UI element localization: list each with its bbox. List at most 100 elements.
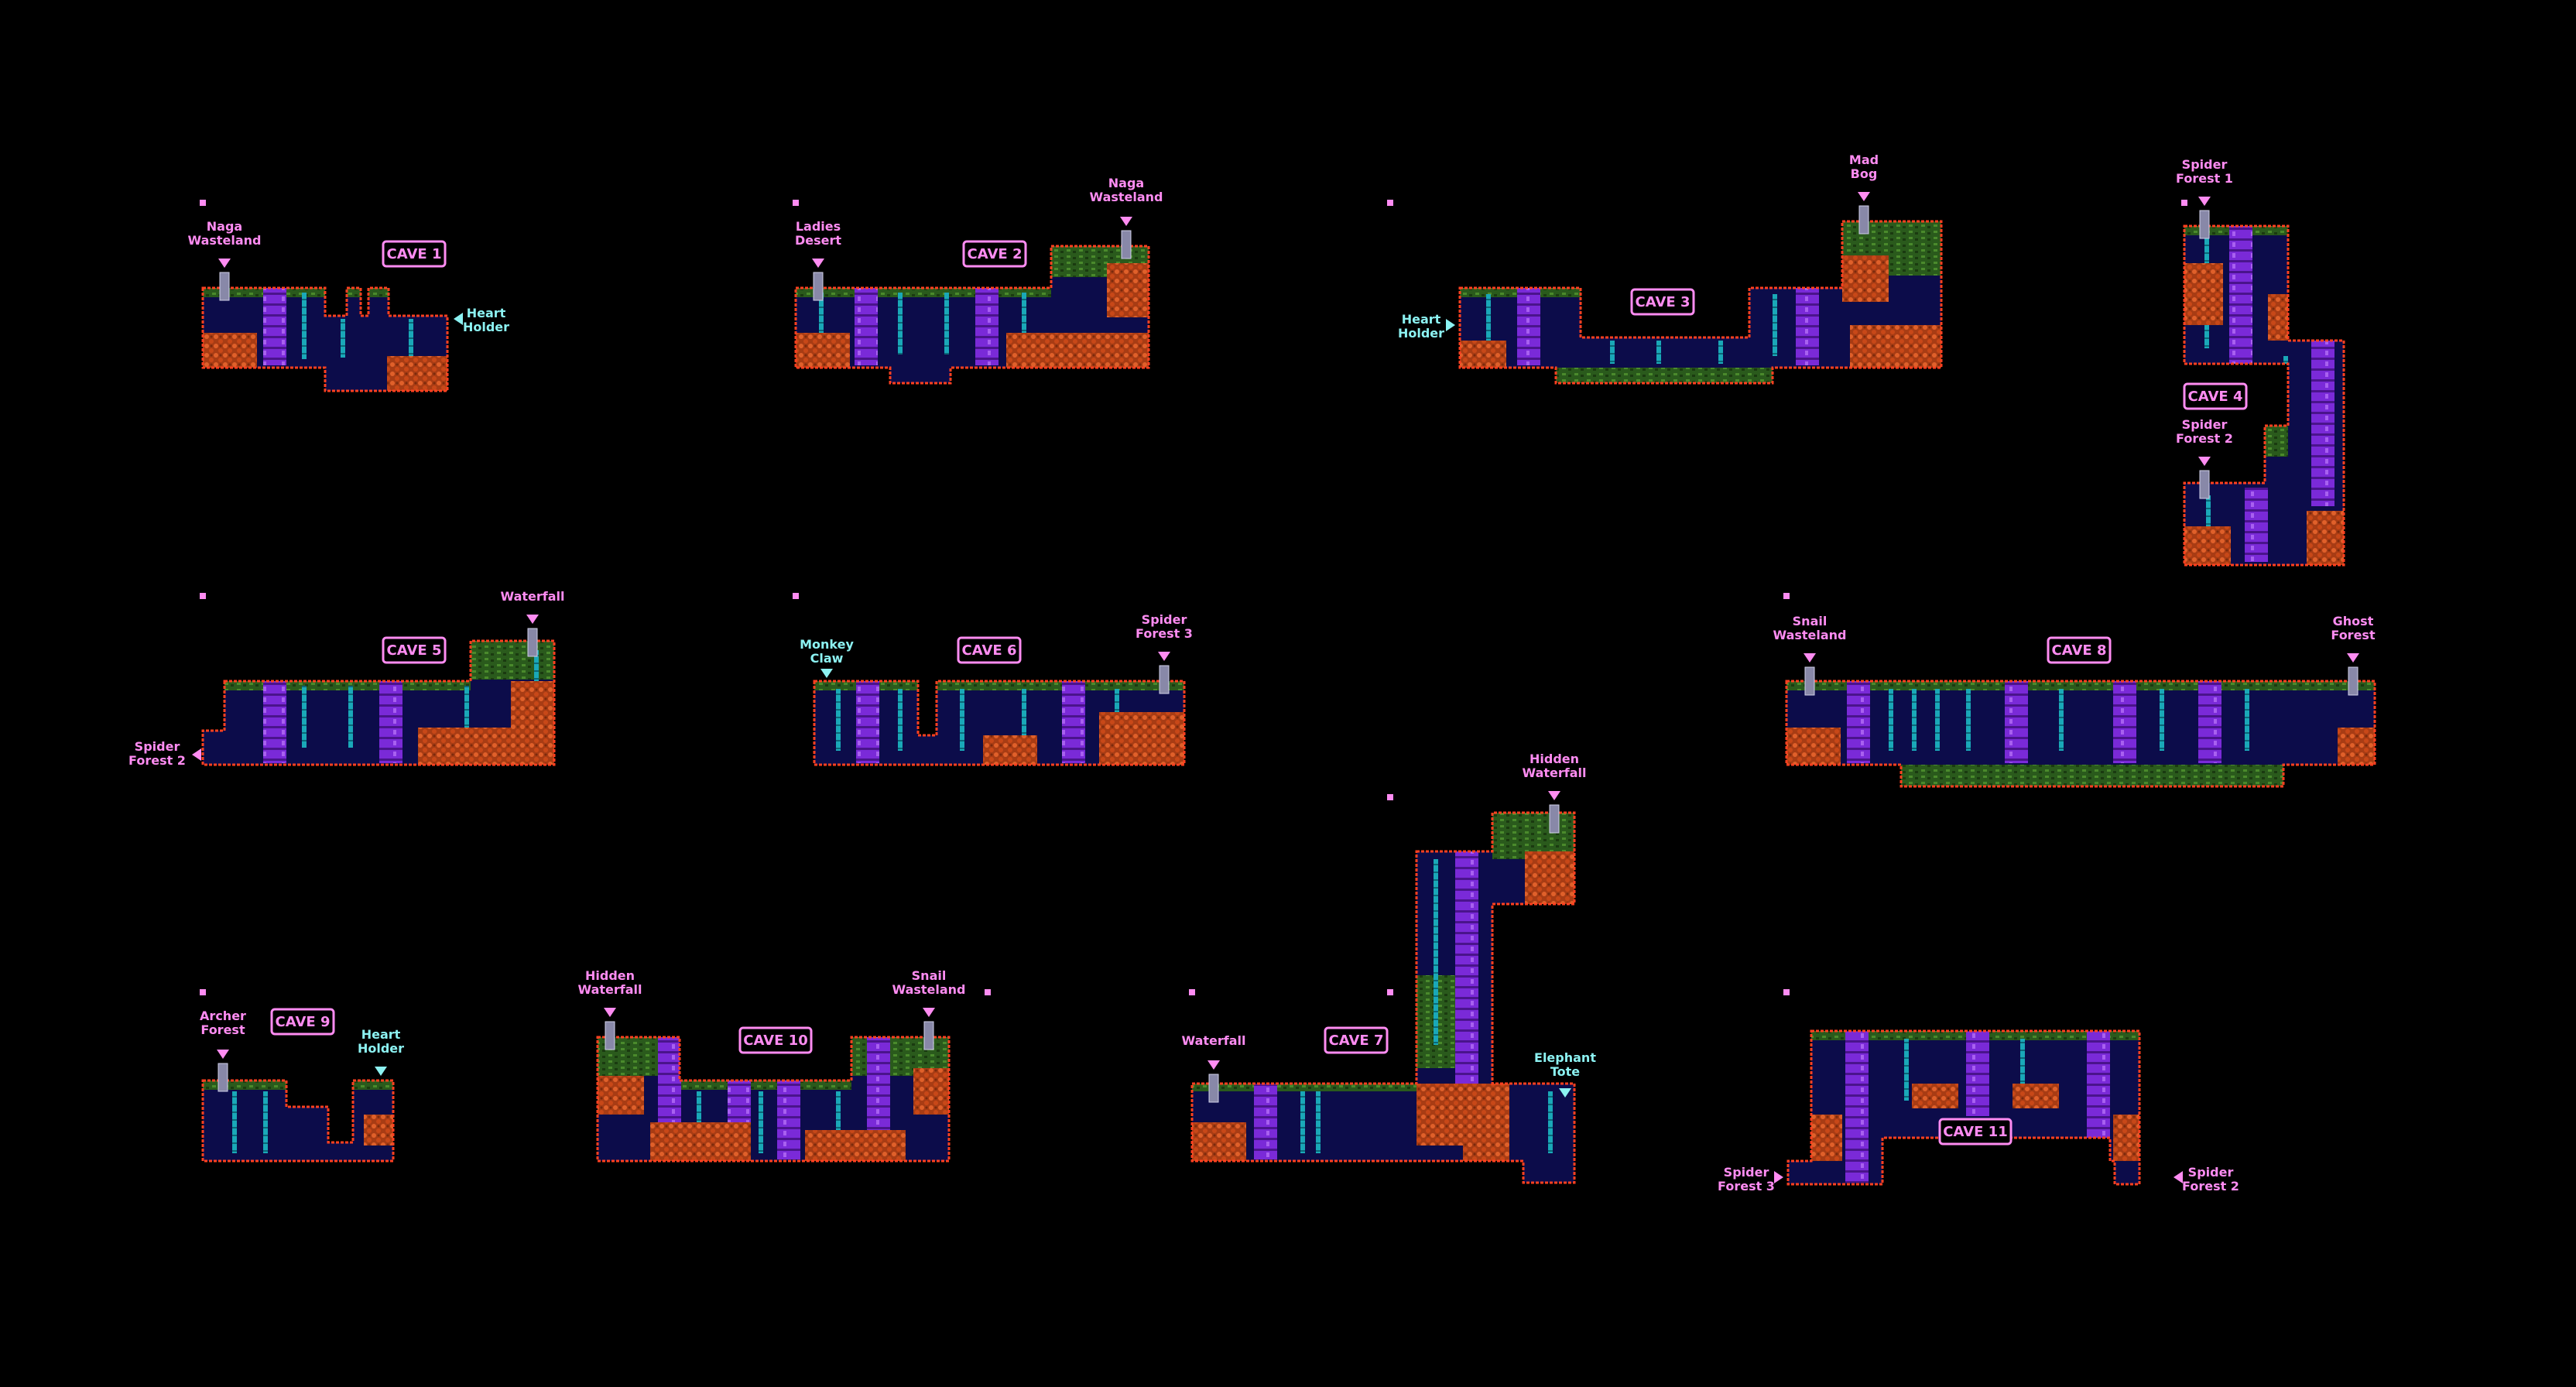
exit-arrow-icon [2198,197,2211,206]
label-line: Forest 3 [1718,1179,1775,1194]
purple-pillar [1847,681,1870,763]
rock-pile [1811,1115,1842,1161]
cave-body [814,681,1184,765]
rock-pile [1786,728,1841,765]
label-line: Spider [1724,1165,1769,1180]
rock-pile [2338,728,2375,765]
label-line: Bog [1851,166,1878,181]
purple-pillar [1845,1031,1869,1183]
cave-title: CAVE 6 [962,642,1017,659]
label-line: Forest 2 [128,753,186,768]
cave-body [1460,221,1941,383]
label-line: Tote [1550,1064,1580,1079]
rock-pile [203,333,257,368]
rock-pile [2113,1115,2139,1161]
cave-title-frame [382,240,447,268]
purple-pillar [1517,288,1540,365]
rock-pile [511,681,554,728]
corner-marker [1783,989,1790,995]
cave-title-frame [962,240,1027,268]
label-line: Heart [361,1027,401,1042]
rock-pile [387,356,447,391]
label-line: Holder [463,320,509,334]
rock-pile [1912,1084,1958,1108]
label-line: Wasteland [1089,190,1163,204]
label-line: Ladies [796,219,841,234]
cave-body [2184,226,2344,565]
cave-title: CAVE 8 [2052,642,2107,659]
cave-body [1788,1031,2139,1184]
waterfall-stream [232,1091,237,1153]
cave-title: CAVE 11 [1943,1124,2007,1140]
moss-ledge [1192,1084,1416,1091]
exit-arrow-icon [1208,1060,1220,1070]
purple-pillar [263,681,286,763]
exit-arrow-icon [820,669,833,678]
rock-pile [2268,294,2288,341]
cave-title: CAVE 4 [2188,389,2243,405]
waterfall-stream [1316,1091,1321,1153]
label-line: Forest [2331,628,2376,642]
purple-pillar [263,288,286,365]
label-line: Holder [1398,326,1444,341]
exit-ladder [219,272,230,301]
exit-arrow-icon [1774,1171,1783,1183]
waterfall-stream [1889,689,1893,751]
exit-ladder [605,1021,615,1050]
label-line: Forest [200,1022,245,1037]
waterfall-stream [263,1091,268,1153]
exit-arrow-icon [2198,457,2211,466]
exit-arrow-icon [1446,319,1455,331]
exit-arrow-icon [218,259,231,268]
exit-arrow-icon [375,1067,387,1076]
exit-ladder [923,1021,934,1050]
label-line: Spider [1142,612,1187,627]
rock-pile [598,1076,644,1115]
purple-pillar [975,288,999,365]
label-line: Elephant [1534,1050,1596,1065]
purple-pillar [1796,288,1819,365]
moss-ledge [796,288,1051,297]
rock-pile [650,1122,751,1161]
label-line: Waterfall [578,982,642,997]
waterfall-stream [836,1091,841,1153]
waterfall-stream [1300,1091,1305,1153]
label-line: Spider [135,739,180,754]
waterfall-stream [1912,689,1917,751]
waterfall-stream [348,686,353,748]
exit-ladder [218,1063,228,1092]
rock-pile [1460,341,1506,368]
rock-pile [983,735,1037,765]
exit-arrow-icon [192,748,201,761]
label-line: Spider [2188,1165,2234,1180]
exit-ladder [2348,666,2358,696]
label-line: Naga [207,219,242,234]
moss-ledge [1556,368,1773,383]
waterfall-stream [1022,293,1026,354]
label-line: Forest 1 [2176,171,2233,186]
label-line: Spider [2182,157,2228,172]
rock-pile [1463,1130,1509,1161]
cave-title-frame [1324,1026,1389,1054]
waterfall-stream [1610,341,1615,364]
cave-title: CAVE 2 [968,246,1023,262]
rock-pile [2184,263,2223,325]
rock-pile [1192,1122,1246,1161]
rock-pile [805,1130,906,1161]
label-line: Hidden [1530,752,1579,766]
label-waterfall: Waterfall [499,588,566,657]
exit-arrow-icon [217,1050,229,1059]
